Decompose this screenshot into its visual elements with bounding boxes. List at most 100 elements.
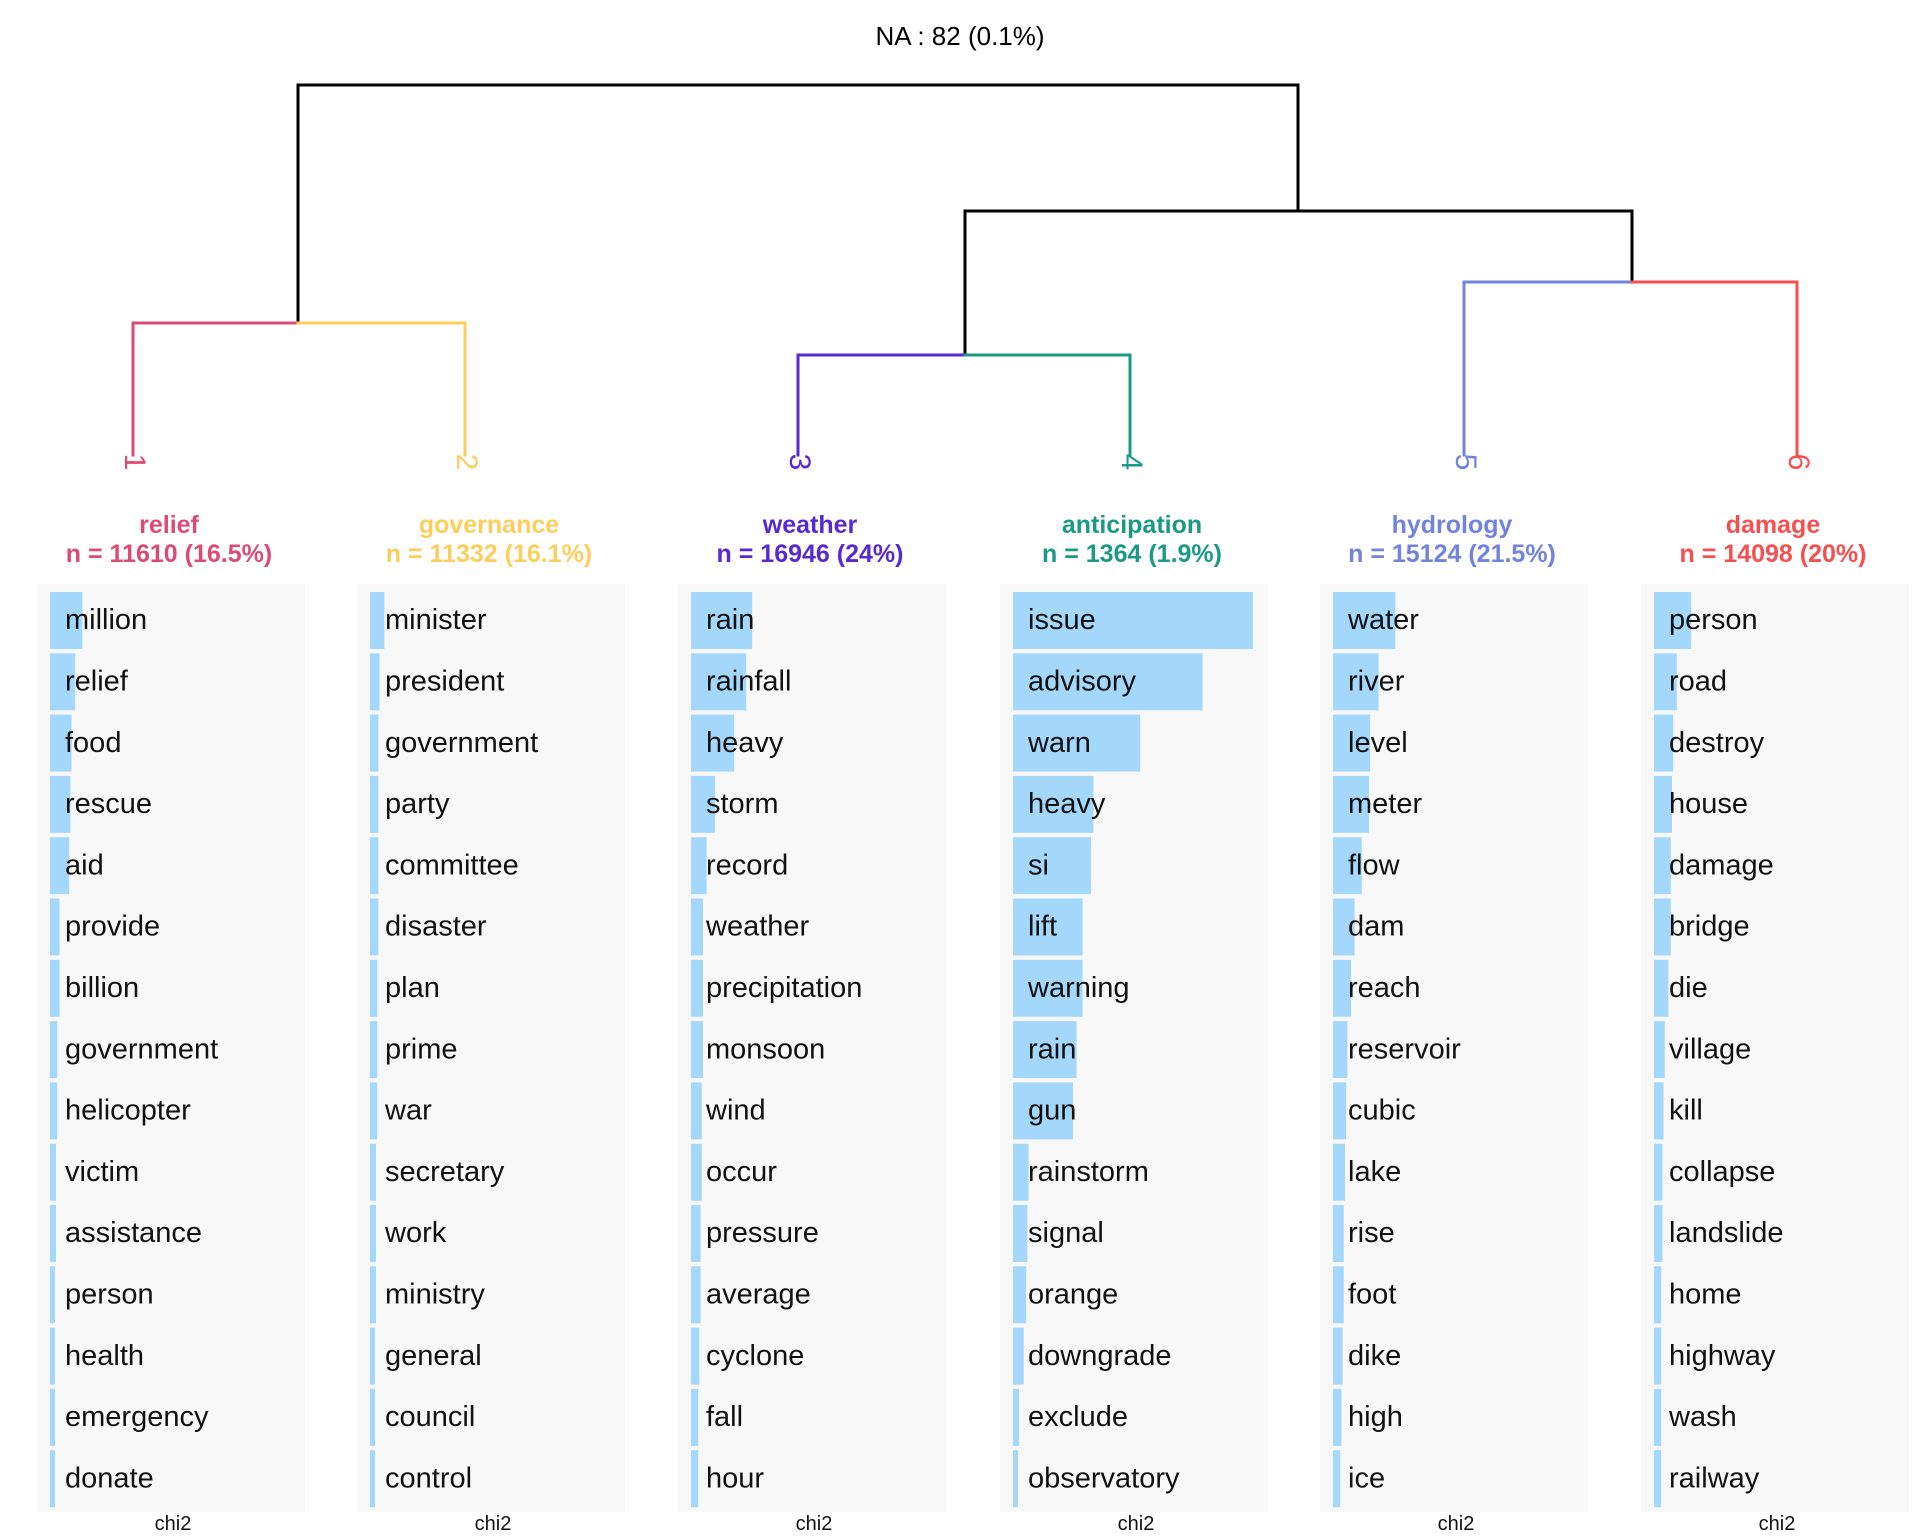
term-label: emergency [65,1401,209,1433]
term-label: dike [1348,1340,1401,1372]
term-label: relief [65,665,129,697]
term-bar [50,1327,55,1385]
term-bar [1333,898,1355,956]
term-bar [691,775,715,833]
term-label: monsoon [706,1033,825,1065]
term-label: prime [385,1033,458,1065]
term-label: exclude [1028,1401,1128,1433]
term-bar [370,775,379,833]
panel-background [37,584,305,1512]
term-bar [1013,959,1083,1017]
term-bar [1333,714,1371,772]
cluster-name-label: relief [139,511,199,539]
term-label: advisory [1028,665,1136,697]
term-label: issue [1028,604,1096,636]
x-axis-label: chi2 [475,1513,512,1535]
term-bar [691,592,753,649]
term-bar [50,1021,58,1079]
cluster-count-label: n = 11332 (16.1%) [386,540,592,568]
term-label: weather [705,911,810,943]
term-bar [1654,1450,1662,1508]
term-bar [50,653,76,711]
term-label: person [65,1278,154,1310]
term-bar [370,1266,376,1324]
term-bar [1333,1143,1345,1201]
term-label: downgrade [1028,1340,1172,1372]
term-label: committee [385,849,519,881]
term-label: record [706,849,788,881]
term-label: secretary [385,1156,505,1188]
x-axis-label: chi2 [155,1513,192,1535]
term-label: president [385,665,504,697]
term-bar [1013,1266,1027,1324]
term-label: warning [1027,972,1130,1004]
term-bar [1333,592,1396,649]
term-label: destroy [1669,727,1765,759]
term-bar [1654,653,1677,711]
term-bar [691,1205,701,1262]
term-label: plan [385,972,440,1004]
cluster-name-label: weather [762,511,858,539]
term-bar [691,1266,701,1324]
term-bar [50,1266,55,1324]
term-bar [1013,714,1141,772]
term-label: rain [706,604,754,636]
term-label: signal [1028,1217,1104,1249]
term-label: kill [1669,1095,1703,1127]
term-label: wash [1668,1401,1737,1433]
term-bar [691,898,703,956]
cluster-count-label: n = 14098 (20%) [1680,540,1867,568]
term-label: precipitation [706,972,862,1004]
cluster-id-label: 4 [1115,454,1148,471]
cluster-id-label: 2 [450,454,483,471]
term-label: assistance [65,1217,202,1249]
term-bar [1654,898,1671,956]
term-label: council [385,1401,475,1433]
term-label: average [706,1278,811,1310]
term-label: rainfall [706,665,791,697]
term-bar [50,1205,56,1262]
term-label: fall [706,1401,743,1433]
term-bar [1013,1021,1077,1079]
term-bar [370,1327,375,1385]
term-bar [370,1205,376,1262]
term-label: minister [385,604,487,636]
term-label: gun [1028,1095,1076,1127]
term-label: party [385,788,450,820]
term-label: occur [706,1156,777,1188]
term-bar [691,1450,699,1508]
term-label: government [385,727,538,759]
term-bar [370,959,378,1017]
term-bar [1654,1021,1665,1079]
term-label: damage [1669,849,1774,881]
term-label: heavy [706,727,784,759]
term-label: lake [1348,1156,1401,1188]
term-label: hour [706,1462,764,1494]
cluster-count-label: n = 16946 (24%) [717,540,904,568]
term-bar [1654,959,1669,1017]
term-bar [50,837,70,895]
cluster-id-label: 3 [783,454,816,471]
term-bar [691,714,735,772]
term-label: pressure [706,1217,819,1249]
term-label: disaster [385,911,487,943]
term-label: heavy [1028,788,1106,820]
term-label: rainstorm [1028,1156,1149,1188]
term-label: water [1347,604,1419,636]
term-bar [1333,959,1351,1017]
term-bar [1333,775,1369,833]
term-bar [691,653,747,711]
term-label: billion [65,972,139,1004]
term-bar [1333,1388,1342,1446]
term-bar [1654,837,1671,895]
term-label: health [65,1340,144,1372]
term-label: ministry [385,1278,485,1310]
term-bar [370,592,385,649]
term-label: orange [1028,1278,1118,1310]
term-label: lift [1028,911,1057,943]
term-bar [1333,1266,1344,1324]
x-axis-label: chi2 [1118,1513,1155,1535]
